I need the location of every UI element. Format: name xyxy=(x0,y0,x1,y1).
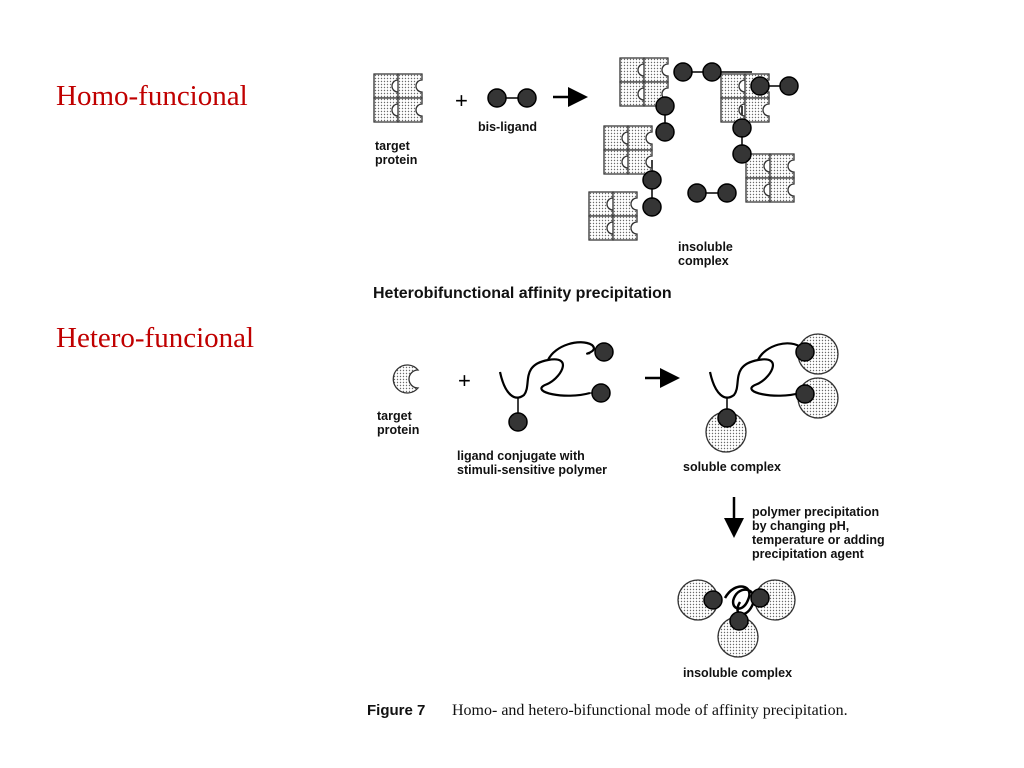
homo-target-protein-label-1: target xyxy=(375,139,411,153)
ligand-conjugate-label-1: ligand conjugate with xyxy=(457,449,585,463)
hetero-target-protein-icon xyxy=(392,364,420,394)
hetero-funcional-label: Hetero-funcional xyxy=(56,322,255,354)
bis-ligand-icon xyxy=(487,88,537,108)
figure-number: Figure 7 xyxy=(367,702,425,719)
homo-funcional-label: Homo-funcional xyxy=(56,80,248,112)
homo-insoluble-complex-label-2: complex xyxy=(678,254,729,268)
precipitation-step-label-3: temperature or adding xyxy=(752,533,885,547)
precipitation-step-label-2: by changing pH, xyxy=(752,519,849,533)
ligand-conjugate-polymer-icon xyxy=(498,341,614,432)
homo-insoluble-complex-label-1: insoluble xyxy=(678,240,733,254)
hetero-target-protein-label-1: target xyxy=(377,409,413,423)
figure-caption: Figure 7 Homo- and hetero-bifunctional m… xyxy=(367,702,848,719)
hetero-insoluble-complex-icon xyxy=(677,579,796,658)
insoluble-complex-network-icon xyxy=(589,58,799,240)
hetero-insoluble-complex-label: insoluble complex xyxy=(683,666,792,680)
soluble-complex-icon xyxy=(705,333,839,453)
homo-section-title: Heterobifunctional affinity precipitatio… xyxy=(373,285,672,302)
homo-diagram: target protein + bis-ligand xyxy=(373,58,799,302)
hetero-plus-sign: + xyxy=(458,368,471,393)
hetero-target-protein-label-2: protein xyxy=(377,423,419,437)
target-protein-tetramer-icon xyxy=(374,74,422,122)
homo-target-protein-label-2: protein xyxy=(375,153,417,167)
homo-plus-sign: + xyxy=(455,88,468,113)
ligand-conjugate-label-2: stimuli-sensitive polymer xyxy=(457,463,607,477)
hetero-diagram: target protein + ligand conjugate with s… xyxy=(377,333,885,680)
precipitation-step-label-4: precipitation agent xyxy=(752,547,865,561)
figure-caption-text: Homo- and hetero-bifunctional mode of af… xyxy=(452,702,848,719)
soluble-complex-label: soluble complex xyxy=(683,460,781,474)
bis-ligand-label: bis-ligand xyxy=(478,120,537,134)
precipitation-step-label-1: polymer precipitation xyxy=(752,505,879,519)
